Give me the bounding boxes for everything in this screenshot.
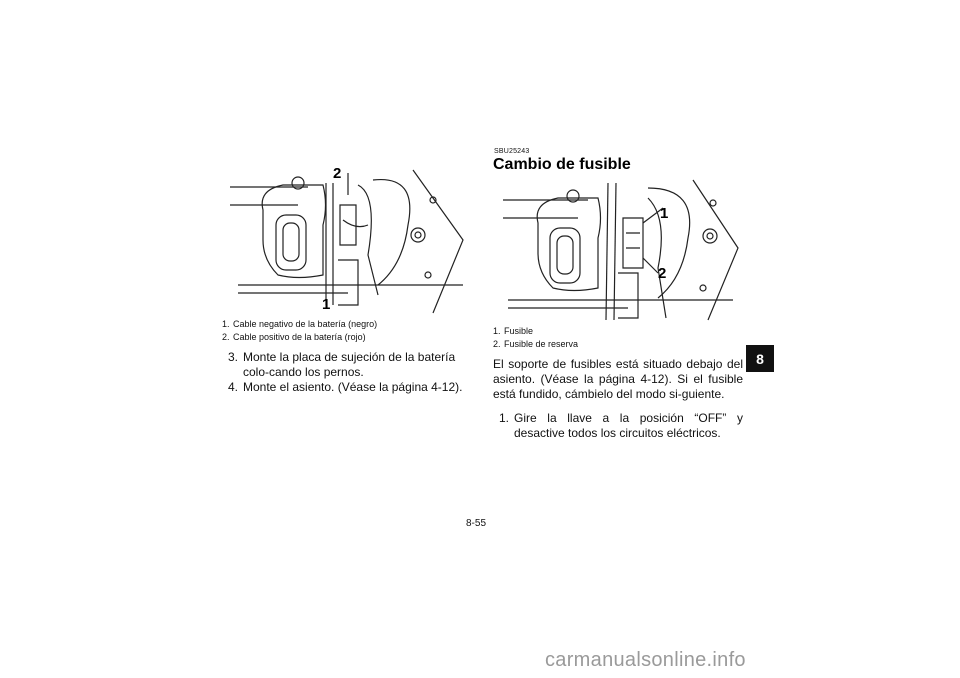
step-item: 3. Monte la placa de sujeción de la bate… (227, 350, 456, 379)
footer-watermark: carmanualsonline.info (545, 649, 746, 671)
battery-cables-drawing (230, 169, 464, 314)
step-item: 4. Monte el asiento. (Véase la página 4-… (227, 380, 463, 394)
section-title: Cambio de fusible (493, 156, 631, 173)
right-callout-2: 2 (658, 265, 667, 282)
legend-item: 1. Fusible (493, 326, 534, 336)
right-callout-1: 1 (660, 205, 669, 222)
left-callout-2: 2 (333, 165, 342, 182)
legend-item: 2. Cable positivo de la batería (rojo) (222, 332, 366, 342)
fuse-location-paragraph: El soporte de fusibles está situado deba… (493, 357, 743, 401)
right-figure-legend: 1. Fusible 2. Fusible de reserva (493, 325, 733, 351)
legend-item: 2. Fusible de reserva (493, 339, 579, 349)
page-number: 8-55 (466, 518, 487, 529)
fuse-box-drawing (503, 179, 739, 321)
battery-cables-illustration (228, 165, 468, 315)
legend-item: 1. Cable negativo de la batería (negro) (222, 319, 378, 329)
chapter-tab: 8 (746, 345, 774, 372)
left-steps: 3. Monte la placa de sujeción de la bate… (222, 350, 472, 395)
section-code: SBU25243 (494, 148, 530, 155)
left-callout-1: 1 (322, 296, 331, 313)
left-figure-legend: 1. Cable negativo de la batería (negro) … (222, 318, 462, 344)
right-steps: 1. Gire la llave a la posición “OFF” y d… (493, 411, 743, 441)
fuse-box-illustration (498, 178, 743, 323)
step-item: 1. Gire la llave a la posición “OFF” y d… (498, 411, 743, 440)
